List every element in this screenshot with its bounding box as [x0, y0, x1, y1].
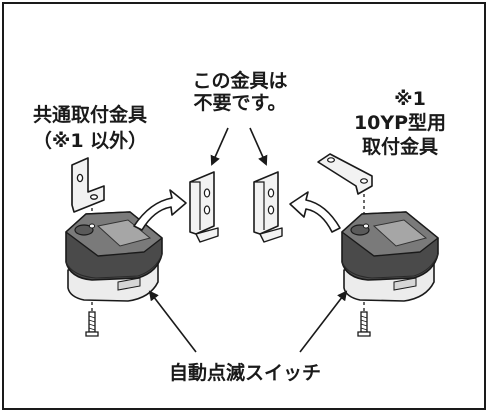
- common-bracket-label-line2: （※1 以外）: [32, 130, 148, 152]
- pointer-arrow-to-left-switch: [148, 290, 197, 353]
- diagram-frame: [2, 2, 486, 410]
- unneeded-note-line1: この金具は: [192, 70, 288, 92]
- common-bracket-label-line1: 共通取付金具: [32, 104, 147, 126]
- unneeded-bracket-left: [189, 171, 219, 243]
- left-mounting-screw: [85, 311, 99, 337]
- common-bracket-label: 共通取付金具 （※1 以外）: [20, 104, 160, 152]
- right-auto-flashing-switch: [341, 211, 439, 302]
- common-mounting-bracket: [71, 157, 105, 213]
- 10yp-bracket-label-line1: 10YP型用: [353, 112, 447, 134]
- right-curved-arrow: [289, 191, 341, 233]
- right-mounting-screw: [357, 311, 371, 337]
- 10yp-bracket-label: 10YP型用 取付金具: [325, 112, 475, 158]
- unneeded-note-line2: 不要です。: [193, 92, 287, 114]
- pointer-arrow-to-right-switch: [299, 290, 348, 353]
- unneeded-bracket-right: [253, 171, 283, 243]
- 10yp-bracket-label-line2: 取付金具: [361, 136, 438, 158]
- pointer-arrow-to-left-bracket: [210, 127, 229, 166]
- left-auto-flashing-switch: [65, 211, 163, 302]
- auto-flashing-switch-caption: 自動点滅スイッチ: [168, 362, 321, 384]
- note-mark: ※1: [394, 88, 426, 110]
- 10yp-mounting-bracket: [317, 153, 373, 195]
- pointer-arrow-to-right-bracket: [249, 127, 268, 166]
- unneeded-bracket-note: この金具は 不要です。: [180, 70, 300, 114]
- left-curved-arrow: [133, 189, 187, 231]
